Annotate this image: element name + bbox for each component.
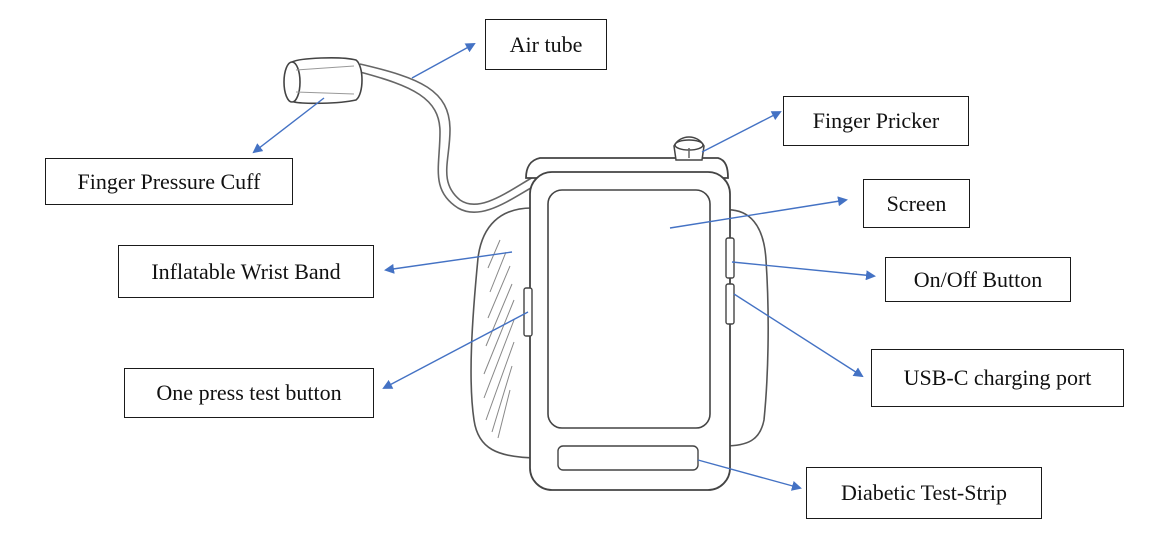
finger-cuff-drawing [283,57,363,105]
on-off-button-label: On/Off Button [885,257,1071,302]
arrow-finger-pressure-cuff [252,97,325,154]
air-tube-label: Air tube [485,19,607,70]
diabetic-test-strip-label: Diabetic Test-Strip [806,467,1042,519]
finger-pressure-cuff-label: Finger Pressure Cuff [45,158,293,205]
screen-label: Screen [863,179,970,228]
air-tube-drawing [359,63,539,214]
usb-c-charging-port-label: USB-C charging port [871,349,1124,407]
finger-pricker-drawing [673,136,705,161]
one-press-test-button-label: One press test button [124,368,374,418]
side-buttons-drawing [523,237,735,337]
arrow-usb-c-charging-port [733,293,864,378]
inflatable-wrist-band-label: Inflatable Wrist Band [118,245,374,298]
arrow-screen [669,196,848,229]
device-body-drawing [525,157,731,491]
arrow-one-press-test-button [382,311,529,389]
leader-arrows [252,43,876,491]
arrow-air-tube [411,43,476,79]
finger-pricker-label: Finger Pricker [783,96,969,146]
arrow-on-off-button [731,261,876,281]
arrow-finger-pricker [701,111,782,153]
arrow-inflatable-wrist-band [384,251,513,274]
arrow-diabetic-test-strip [697,459,802,491]
wrist-band-drawing [470,207,769,459]
